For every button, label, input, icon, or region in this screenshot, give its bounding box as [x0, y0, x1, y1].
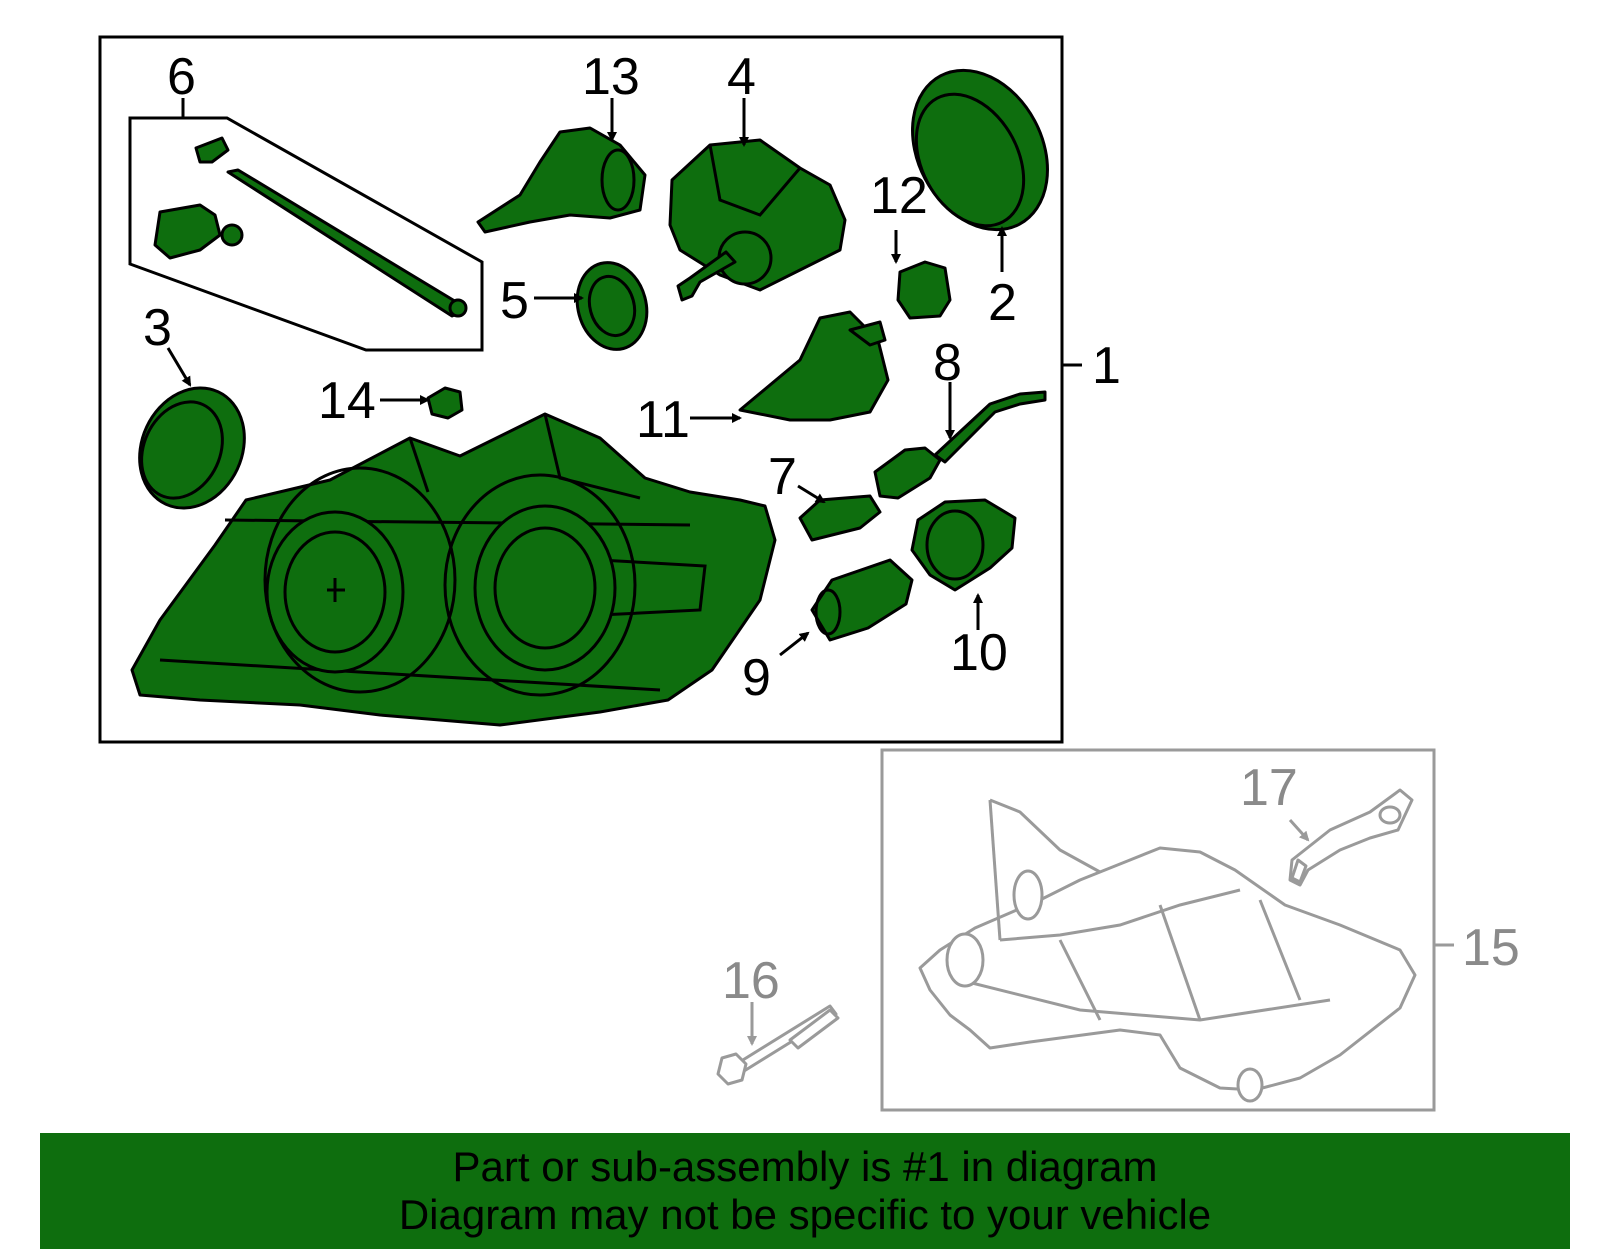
callout-15: 15	[1462, 919, 1520, 977]
callout-17: 17	[1240, 759, 1298, 817]
callout-3: 3	[143, 299, 172, 357]
hid-ballast-module[interactable]	[668, 138, 847, 302]
footer-line-1: Part or sub-assembly is #1 in diagram	[452, 1143, 1158, 1190]
rear-cover-cap-large[interactable]	[886, 47, 1074, 254]
turn-signal-bulb[interactable]	[810, 558, 914, 642]
bracket-support-arm[interactable]	[1288, 788, 1414, 887]
bulb-socket[interactable]	[910, 498, 1017, 592]
callout-6: 6	[167, 48, 196, 106]
leader-lines	[166, 98, 1454, 1046]
rear-cover-cap-small[interactable]	[120, 371, 263, 526]
seal-ring[interactable]	[568, 255, 656, 358]
callout-10: 10	[950, 624, 1008, 682]
bulb-socket-harness[interactable]	[873, 390, 1047, 500]
callout-9: 9	[742, 649, 771, 707]
headlamp-assembly[interactable]	[130, 412, 777, 727]
callout-13: 13	[582, 48, 640, 106]
hardware-kit-frame	[128, 116, 484, 352]
callout-2: 2	[988, 274, 1017, 332]
side-marker-bulb[interactable]	[798, 494, 882, 542]
headlamp-bracket[interactable]	[918, 798, 1417, 1103]
footer-banner: Part or sub-assembly is #1 in diagram Di…	[40, 1133, 1570, 1249]
halogen-bulb-h7[interactable]	[738, 310, 890, 422]
callout-8: 8	[933, 334, 962, 392]
assembly-frame	[98, 35, 1064, 744]
callout-7: 7	[768, 448, 797, 506]
high-beam-bulb[interactable]	[476, 126, 647, 234]
callout-12: 12	[870, 167, 928, 225]
callout-5: 5	[500, 272, 529, 330]
callout-16: 16	[722, 952, 780, 1010]
mounting-bolt[interactable]	[716, 1004, 840, 1086]
callout-11: 11	[636, 391, 690, 449]
callout-1: 1	[1092, 337, 1121, 395]
footer-line-2: Diagram may not be specific to your vehi…	[398, 1191, 1212, 1238]
bracket-frame	[880, 748, 1436, 1112]
callout-14: 14	[318, 372, 376, 430]
adjuster-hardware-kit[interactable]	[153, 136, 468, 318]
callout-4: 4	[727, 48, 756, 106]
wiring-connector[interactable]	[896, 260, 952, 320]
vent-plug[interactable]	[426, 386, 464, 420]
